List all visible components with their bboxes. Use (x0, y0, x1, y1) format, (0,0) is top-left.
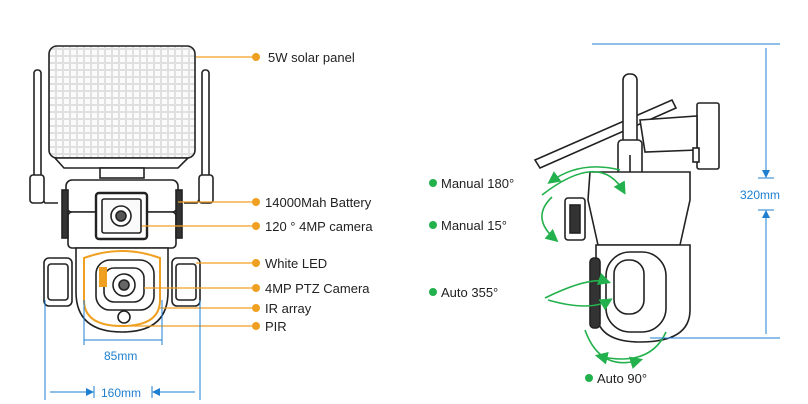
label-battery: 14000Mah Battery (265, 195, 372, 210)
antenna-right-icon (184, 69, 214, 204)
rotation-auto-355: Auto 355° (429, 272, 613, 311)
side-light-left-icon (43, 257, 73, 307)
side-ptz-dome-icon (589, 244, 691, 343)
front-camera-drawing (29, 45, 214, 333)
callout-fixed-camera: 120 ° 4MP camera (142, 219, 373, 234)
dimension-85mm: 85mm (104, 349, 137, 363)
wall-bracket-icon (639, 102, 720, 170)
callout-white-led: White LED (196, 256, 327, 271)
dimension-320mm: 320mm (740, 188, 780, 202)
front-dimensions: 85mm 160mm (44, 300, 201, 400)
callout-pir: PIR (130, 319, 287, 334)
rotation-manual-180: Manual 180° (429, 166, 626, 196)
side-light-right-icon (171, 257, 201, 307)
callout-battery: 14000Mah Battery (178, 195, 372, 210)
callout-solar-panel: 5W solar panel (196, 50, 355, 65)
front-callouts: 5W solar panel 14000Mah Battery 120 ° 4M… (130, 50, 373, 334)
label-pir: PIR (265, 319, 287, 334)
label-manual-15: Manual 15° (441, 218, 507, 233)
label-ir-array: IR array (265, 301, 312, 316)
label-auto-355: Auto 355° (441, 285, 498, 300)
side-body-icon (564, 171, 691, 246)
label-white-led: White LED (265, 256, 327, 271)
label-manual-180: Manual 180° (441, 176, 514, 191)
side-camera-drawing (533, 73, 720, 343)
label-ptz-camera: 4MP PTZ Camera (265, 281, 370, 296)
label-fixed-camera: 120 ° 4MP camera (265, 219, 373, 234)
callout-ir-array: IR array (160, 301, 312, 316)
fixed-camera-icon (94, 191, 149, 241)
label-solar-panel: 5W solar panel (268, 50, 355, 65)
rotation-auto-90: Auto 90° (584, 329, 667, 386)
solar-panel-icon (48, 45, 196, 179)
antenna-left-icon (29, 69, 58, 204)
rotation-manual-15: Manual 15° (429, 196, 559, 243)
dimension-160mm: 160mm (101, 386, 141, 400)
side-dimension: 320mm (592, 43, 780, 339)
callout-ptz-camera: 4MP PTZ Camera (144, 281, 370, 296)
label-auto-90: Auto 90° (597, 371, 647, 386)
ptz-dome-icon (75, 247, 169, 333)
rotation-callouts: Manual 180° Manual 15° Auto 355° Auto 90… (429, 166, 667, 386)
